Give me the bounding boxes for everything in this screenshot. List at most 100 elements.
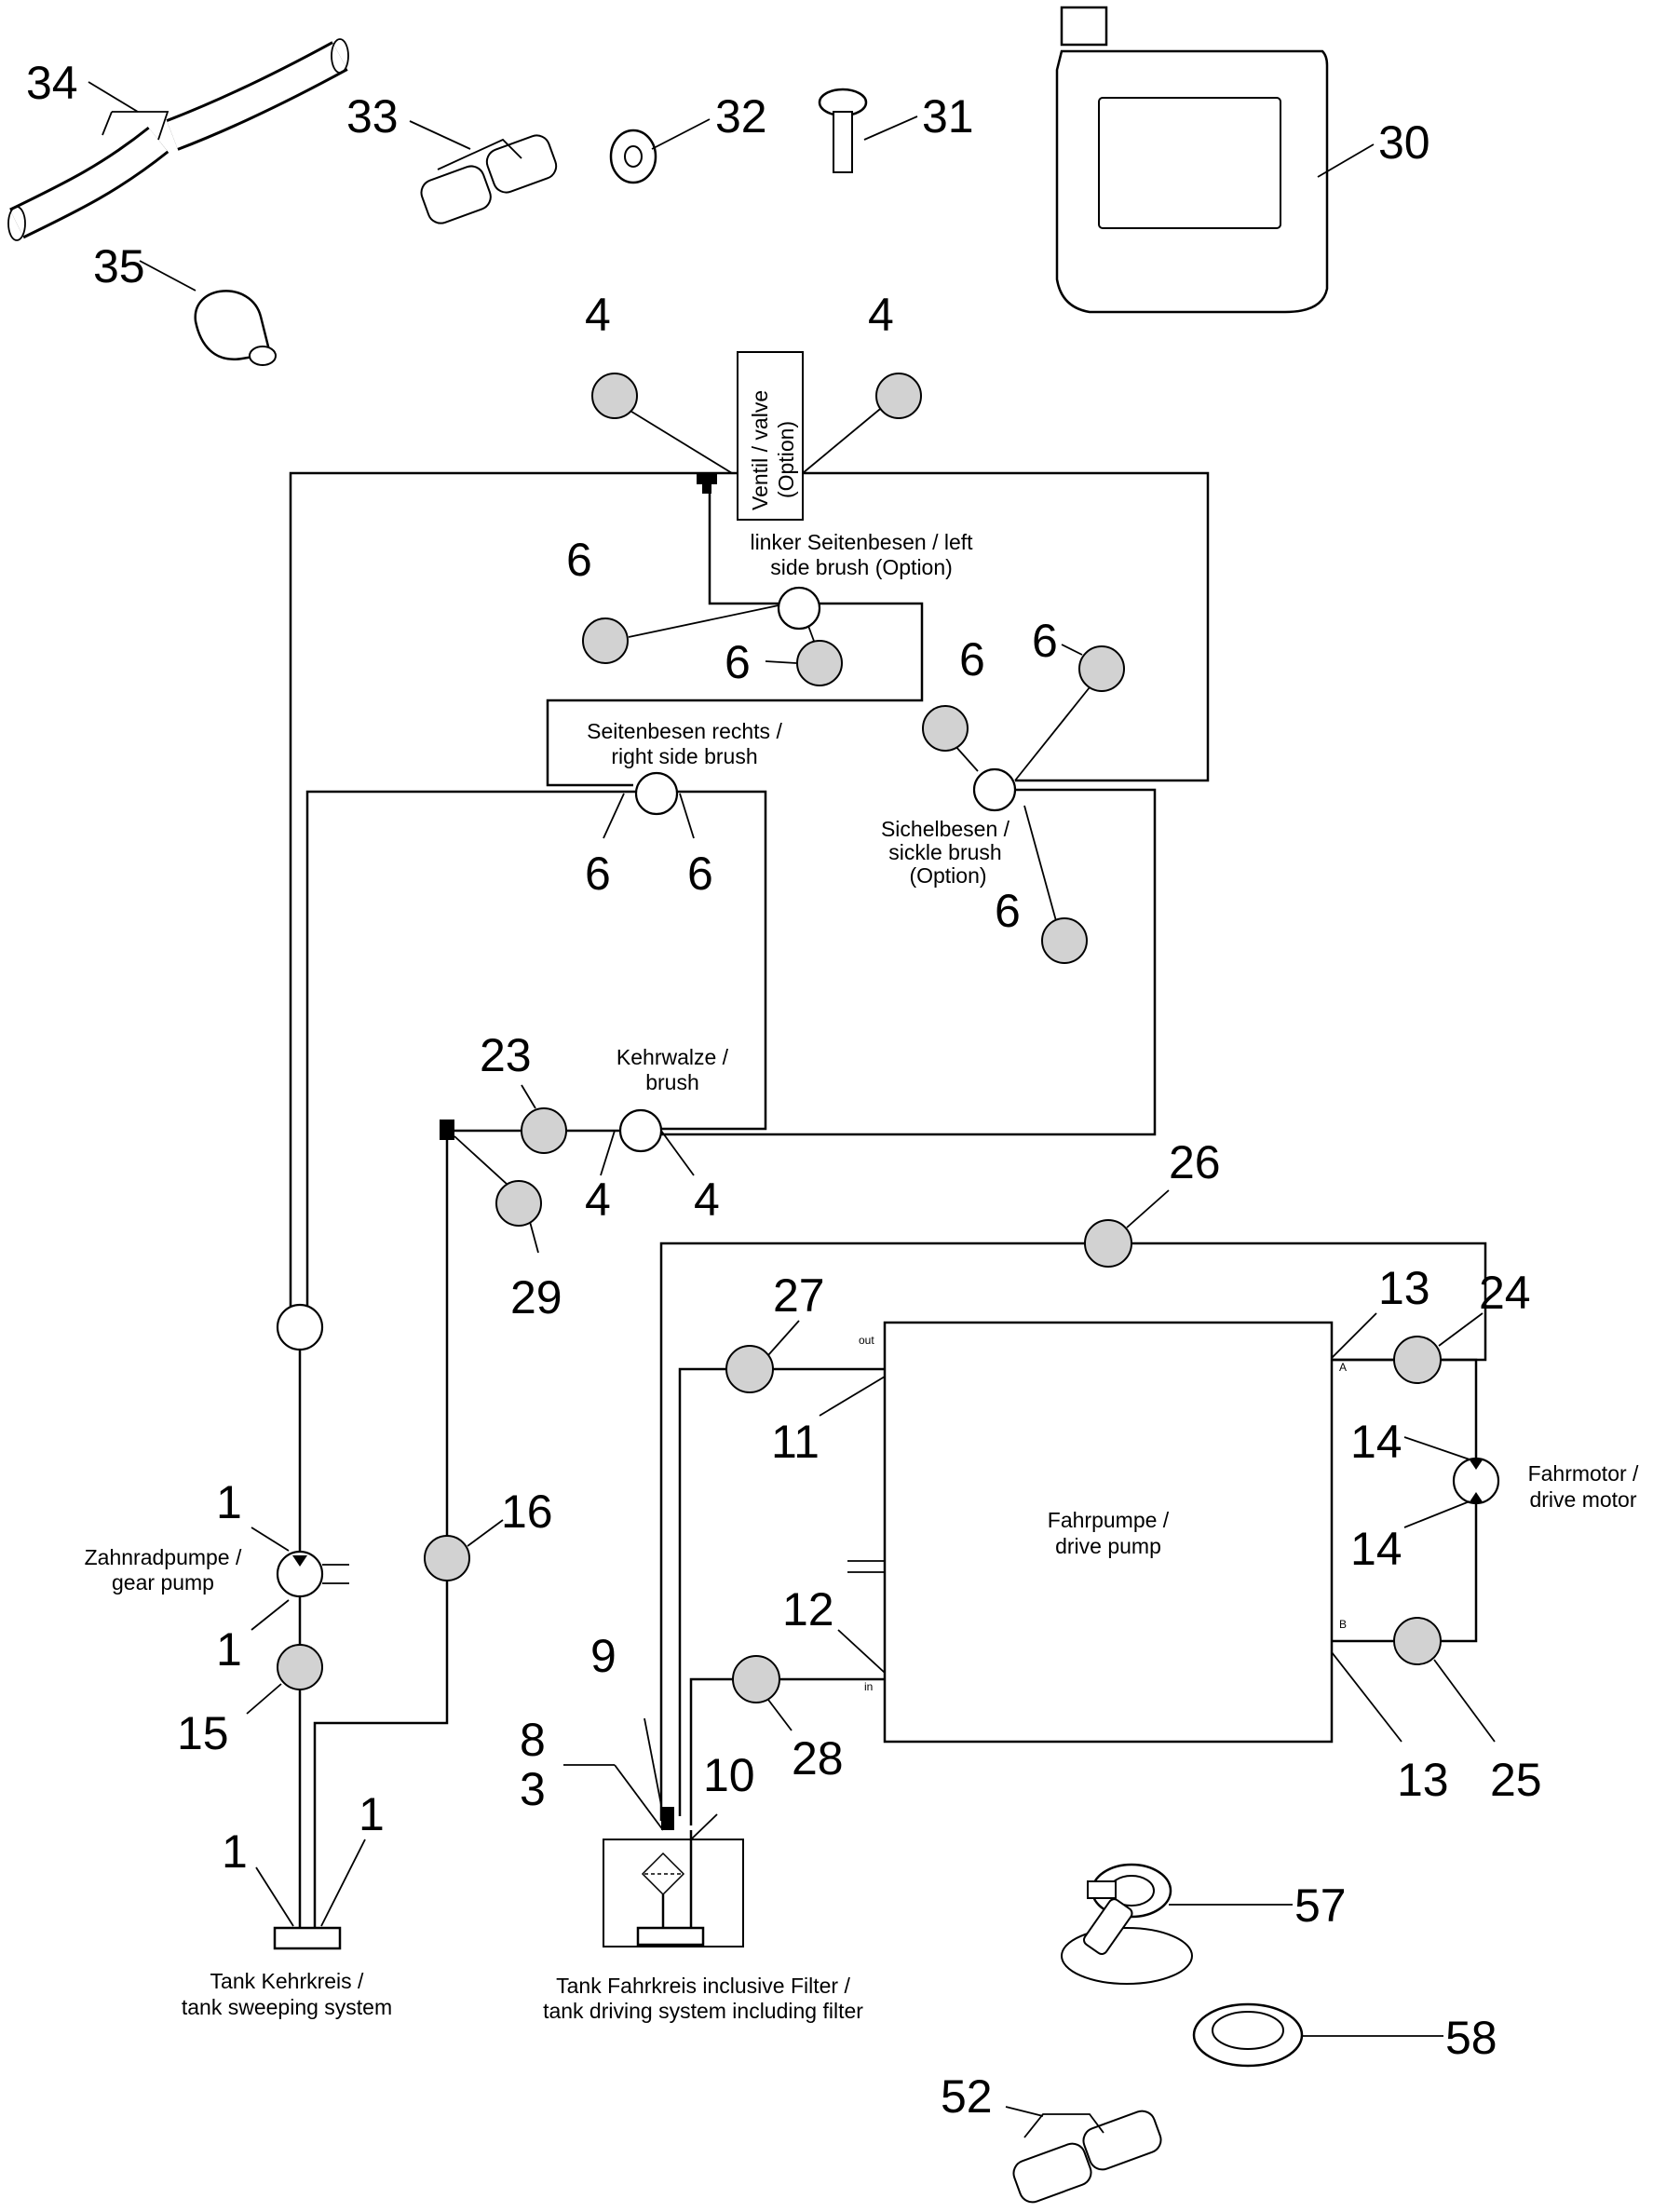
part-52-label: 52 xyxy=(941,2070,993,2123)
hose-node-6-sickle-c xyxy=(1041,917,1088,964)
gear-pump: Zahnradpumpe / gear pump xyxy=(85,1303,504,1715)
hydraulic-lines xyxy=(289,471,1487,1928)
hose-node-15 xyxy=(277,1644,323,1690)
part-27-label: 27 xyxy=(773,1269,825,1322)
gear-pump-symbol xyxy=(276,1550,324,1598)
left-side-brush-label-line2: side brush (Option) xyxy=(770,555,953,579)
drive-pump-in xyxy=(689,1677,885,1825)
hose-node-6-left-a xyxy=(582,617,629,664)
right-brush-return xyxy=(305,790,767,1332)
hose-node-23 xyxy=(521,1107,567,1154)
part-13-bottom-label: 13 xyxy=(1397,1754,1449,1806)
right-side-brush-label-line1: Seitenbesen rechts / xyxy=(587,719,782,743)
accessory-fitting-33 xyxy=(409,120,558,224)
sickle-brush-label-line2: sickle brush xyxy=(888,840,1001,864)
part-57-label: 57 xyxy=(1294,1880,1347,1932)
left-side-brush-motor xyxy=(777,586,821,631)
gear-pump-line-node xyxy=(276,1303,324,1351)
part-6-sickle-b-label: 6 xyxy=(1032,615,1058,667)
supply-line-upper xyxy=(289,471,1210,1327)
hose-node-26 xyxy=(1084,1219,1132,1268)
drive-pump-label-line2: drive pump xyxy=(1055,1534,1161,1558)
accessory-canister-30 xyxy=(1055,6,1375,314)
part-30-label: 30 xyxy=(1378,116,1430,169)
main-brush-label-line2: brush xyxy=(645,1070,699,1094)
accessory-clamp-57 xyxy=(1061,1863,1293,1985)
part-12-label: 12 xyxy=(782,1583,834,1635)
main-brush-motor xyxy=(618,1108,663,1153)
part-6-sickle-c-label: 6 xyxy=(995,885,1021,937)
part-9-label: 9 xyxy=(590,1630,616,1682)
part-31-label: 31 xyxy=(922,90,974,142)
drive-port-b xyxy=(1332,1500,1478,1643)
part-35-label: 35 xyxy=(93,240,145,292)
drive-hose-nodes xyxy=(725,1189,1496,1743)
valve: Ventil / valve (Option) xyxy=(591,351,922,521)
drive-pump-label-line1: Fahrpumpe / xyxy=(1048,1508,1170,1532)
hose-node-6-sickle-b xyxy=(1078,645,1125,692)
part-11-label: 11 xyxy=(771,1416,820,1468)
part-14-top-label: 14 xyxy=(1350,1416,1402,1468)
brush-return-line xyxy=(313,1129,657,1928)
part-4-valve-right-label: 4 xyxy=(868,289,894,341)
valve-label-line1: Ventil / valve xyxy=(748,390,772,510)
part-6-left-a-label: 6 xyxy=(566,534,592,586)
hose-node-6-sickle-a xyxy=(922,705,969,752)
tank-sweeping-label-line2: tank sweeping system xyxy=(182,1995,392,2019)
sickle-brush-motor xyxy=(972,767,1017,812)
part-24-label: 24 xyxy=(1479,1267,1531,1319)
part-33-label: 33 xyxy=(346,90,399,142)
leader-6-left-b xyxy=(765,660,797,664)
valve-label-line2: (Option) xyxy=(774,421,798,498)
drive-pump: Fahrpumpe / drive pump out in A B xyxy=(847,1321,1347,1744)
tank-driving-fitting xyxy=(661,1807,674,1830)
part-1-tank-right-label: 1 xyxy=(359,1788,385,1840)
part-14-bottom-label: 14 xyxy=(1350,1523,1402,1575)
left-side-brush-label-line1: linker Seitenbesen / left xyxy=(750,530,973,554)
hose-node-16 xyxy=(424,1535,470,1581)
tank-driving-label-line1: Tank Fahrkreis inclusive Filter / xyxy=(556,1974,850,1998)
part-15-label: 15 xyxy=(177,1707,229,1759)
drive-pump-box xyxy=(883,1321,1334,1744)
part-29-label: 29 xyxy=(510,1271,562,1323)
part-32-label: 32 xyxy=(715,90,767,142)
part-10-label: 10 xyxy=(703,1749,755,1801)
tank-sweeping-symbol xyxy=(273,1926,342,1950)
sickle-return xyxy=(657,788,1157,1136)
part-1-gear-bottom-label: 1 xyxy=(216,1623,242,1676)
port-a-label: A xyxy=(1339,1361,1347,1374)
part-6-sickle-a-label: 6 xyxy=(959,633,985,685)
port-b-label: B xyxy=(1339,1618,1347,1631)
part-34-label: 34 xyxy=(26,57,78,109)
hose-node-25 xyxy=(1393,1617,1442,1665)
main-brush: Kehrwalze / brush xyxy=(440,1045,729,1254)
part-28-label: 28 xyxy=(792,1732,844,1785)
right-side-brush-motor xyxy=(634,771,679,816)
hose-node-27 xyxy=(725,1345,774,1393)
part-6-right-b-label: 6 xyxy=(687,848,713,900)
part-26-label: 26 xyxy=(1169,1136,1221,1188)
sickle-brush: Sichelbesen / sickle brush (Option) xyxy=(881,645,1125,964)
part-1-gear-top-label: 1 xyxy=(216,1476,242,1528)
accessory-washer-32 xyxy=(609,118,711,184)
hose-node-4-valve-right xyxy=(875,373,922,419)
part-1-tank-left-label: 1 xyxy=(222,1825,248,1878)
part-8-label: 8 xyxy=(520,1714,546,1766)
part-23-label: 23 xyxy=(480,1029,532,1081)
main-brush-label-line1: Kehrwalze / xyxy=(616,1045,729,1069)
port-out-label: out xyxy=(859,1334,874,1347)
drive-pump-out xyxy=(678,1367,885,1816)
hose-node-28 xyxy=(732,1655,780,1703)
part-4-valve-left-label: 4 xyxy=(585,289,611,341)
part-13-top-label: 13 xyxy=(1378,1262,1430,1314)
tank-driving: Tank Fahrkreis inclusive Filter / tank d… xyxy=(543,1717,863,2023)
part-3-label: 3 xyxy=(520,1763,546,1815)
sickle-brush-label-line1: Sichelbesen / xyxy=(881,817,1010,841)
drive-port-a xyxy=(1332,1358,1478,1462)
hose-node-29 xyxy=(495,1180,542,1227)
right-side-brush-label-line2: right side brush xyxy=(611,744,757,768)
left-brush-line xyxy=(546,473,924,787)
part-58-label: 58 xyxy=(1445,2012,1497,2064)
